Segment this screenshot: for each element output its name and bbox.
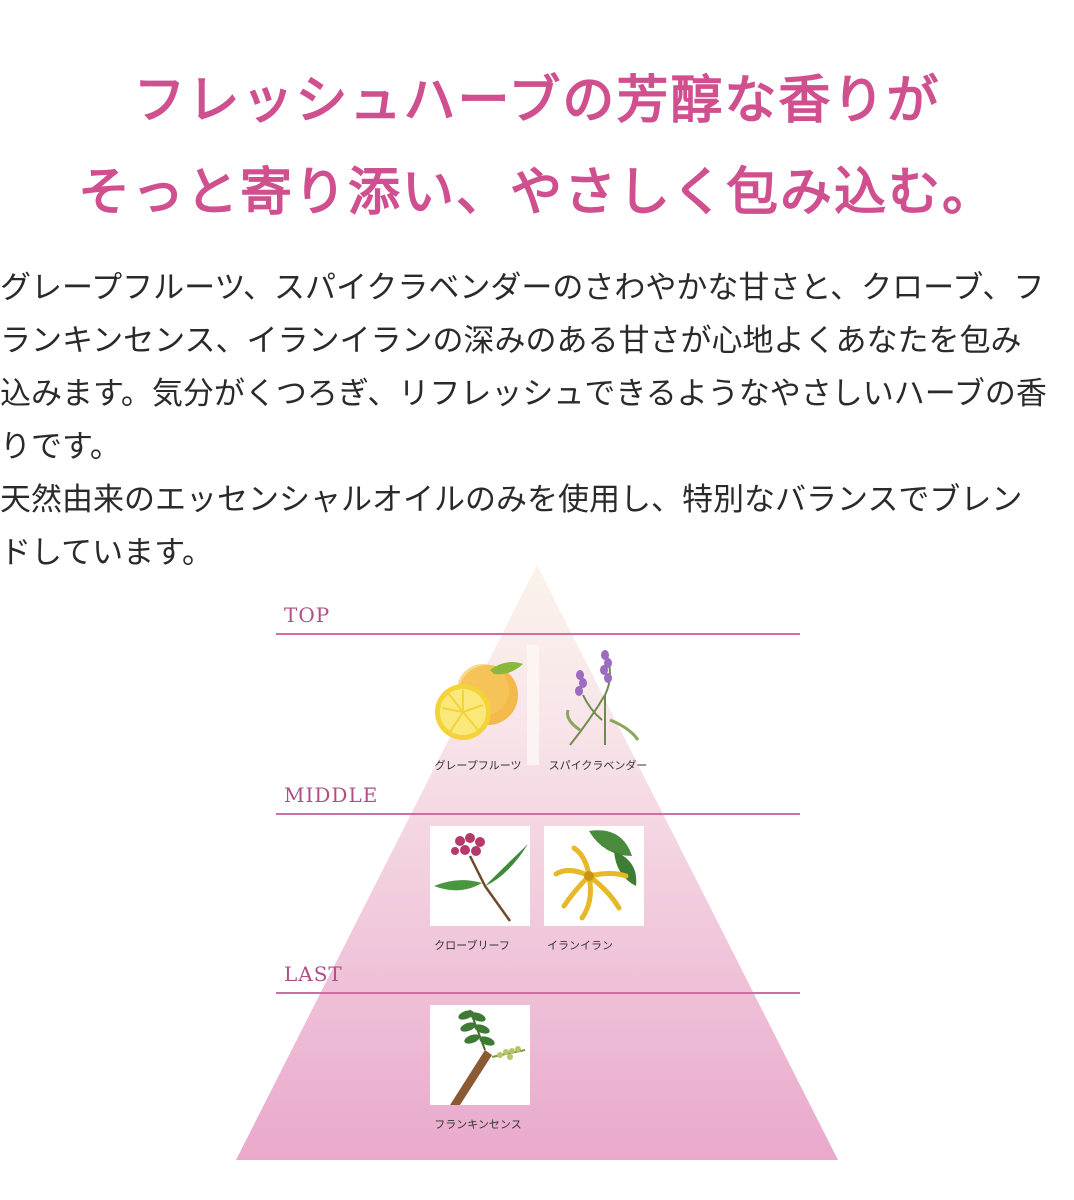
frankincense-icon [430,1005,530,1105]
description-text: グレープフルーツ、スパイクラベンダーのさわやかな甘さと、クローブ、フ ランキンセ… [0,262,1074,580]
note-caption-ylang-ylang: イランイラン [547,939,613,952]
description-line: 天然由来のエッセンシャルオイルのみを使用し、特別なバランスでブレン [0,482,1023,518]
tier-label-last: LAST [284,962,343,986]
tier-label-middle: MIDDLE [284,783,379,807]
description-line: グレープフルーツ、スパイクラベンダーのさわやかな甘さと、クローブ、フ [0,270,1045,306]
tier-divider-last [276,992,800,994]
clove-icon [430,826,530,926]
tier-label-top: TOP [284,603,331,627]
tier-divider-top [276,633,800,635]
description-line: ランキンセンス、イランイランの深みのある甘さが心地よくあなたを包み [0,323,1022,359]
headline-line-2: そっと寄り添い、やさしく包み込む。 [77,163,996,223]
lavender-icon [550,650,650,750]
headline-line-1: フレッシュハーブの芳醇な香りが [133,71,941,131]
ylang-ylang-icon [544,826,644,926]
pyramid-shape [236,565,838,1160]
note-caption-grapefruit: グレープフルーツ [434,759,522,772]
grapefruit-icon [428,650,528,750]
description-line: りです。 [0,429,121,465]
description-line: ドしています。 [0,535,213,571]
note-caption-frankincense: フランキンセンス [434,1118,522,1131]
note-caption-lavender: スパイクラベンダー [548,759,648,772]
tier-divider-middle [276,813,800,815]
description-line: 込みます。気分がくつろぎ、リフレッシュできるようなやさしいハーブの香 [0,376,1047,412]
note-caption-clove: クローブリーフ [434,939,510,952]
